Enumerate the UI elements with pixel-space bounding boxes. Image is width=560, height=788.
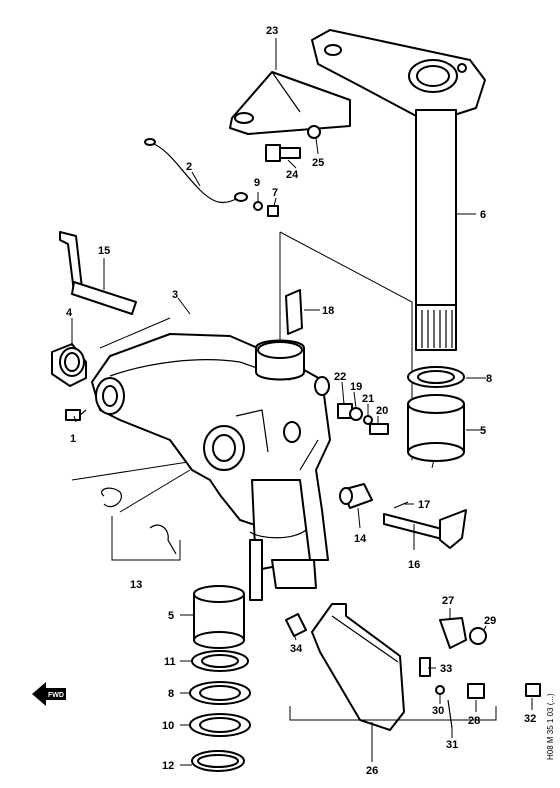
callout-14: 14 [354, 533, 367, 545]
callout-24: 24 [286, 169, 299, 181]
clip-spring-part-13 [101, 487, 177, 555]
callout-31: 31 [446, 739, 458, 751]
callout-26: 26 [366, 765, 378, 777]
callout-34: 34 [290, 643, 303, 655]
callout-15: 15 [98, 245, 110, 257]
callout-8: 8 [486, 373, 492, 385]
callout-11: 11 [164, 656, 176, 668]
callout-10: 10 [162, 720, 174, 732]
ground-cable-part-2 [144, 138, 248, 204]
bracket-part-23 [229, 71, 351, 135]
callout-8b: 8 [168, 688, 174, 700]
callout-27: 27 [442, 595, 454, 607]
callout-17: 17 [418, 499, 430, 511]
callout-29: 29 [484, 615, 496, 627]
callout-28: 28 [468, 715, 480, 727]
leader-lines [71, 38, 533, 766]
callout-12: 12 [162, 760, 174, 772]
bushing-part-4 [51, 343, 87, 387]
group-brackets [111, 516, 497, 721]
cradle-part-26 [285, 603, 541, 731]
callout-6: 6 [480, 209, 486, 221]
callout-2: 2 [186, 161, 192, 173]
callout-9: 9 [254, 177, 260, 189]
fwd-label: FWD [48, 692, 64, 699]
callout-23: 23 [266, 25, 278, 37]
drawing-code: H08 M 35 1 03 (...) [546, 693, 555, 760]
callout-33: 33 [440, 663, 452, 675]
callout-30: 30 [432, 705, 444, 717]
callout-32: 32 [524, 713, 536, 725]
lever-parts-16-17 [383, 501, 467, 549]
callout-19: 19 [350, 381, 362, 393]
callout-22: 22 [334, 371, 346, 383]
bolt-part-1 [65, 409, 87, 421]
callout-20: 20 [376, 405, 388, 417]
block-part-18 [285, 289, 303, 335]
callout-3: 3 [172, 289, 178, 301]
pin-part-14 [339, 483, 373, 509]
callout-13: 13 [130, 579, 142, 591]
swivel-bracket-part-3 [91, 333, 331, 601]
washer-and-bushing-upper [407, 366, 465, 462]
lower-bushing-stack [189, 585, 251, 772]
steering-shaft-part-6 [311, 29, 486, 351]
tilt-shaft-part-15 [59, 231, 137, 315]
fasteners-22-19-21-20 [337, 403, 389, 435]
callout-5b: 5 [168, 610, 174, 622]
callout-21: 21 [362, 393, 374, 405]
callout-numbers: 1 2 3 4 5 5 6 7 8 8 9 10 11 12 13 14 15 … [66, 25, 536, 777]
callout-7: 7 [272, 187, 278, 199]
callout-25: 25 [312, 157, 324, 169]
callout-1: 1 [70, 433, 76, 445]
callout-4: 4 [66, 307, 73, 319]
callout-5: 5 [480, 425, 486, 437]
fwd-arrow-icon: FWD [32, 682, 66, 706]
callout-18: 18 [322, 305, 334, 317]
bolts-24-25-9-7 [253, 125, 321, 217]
callout-16: 16 [408, 559, 420, 571]
